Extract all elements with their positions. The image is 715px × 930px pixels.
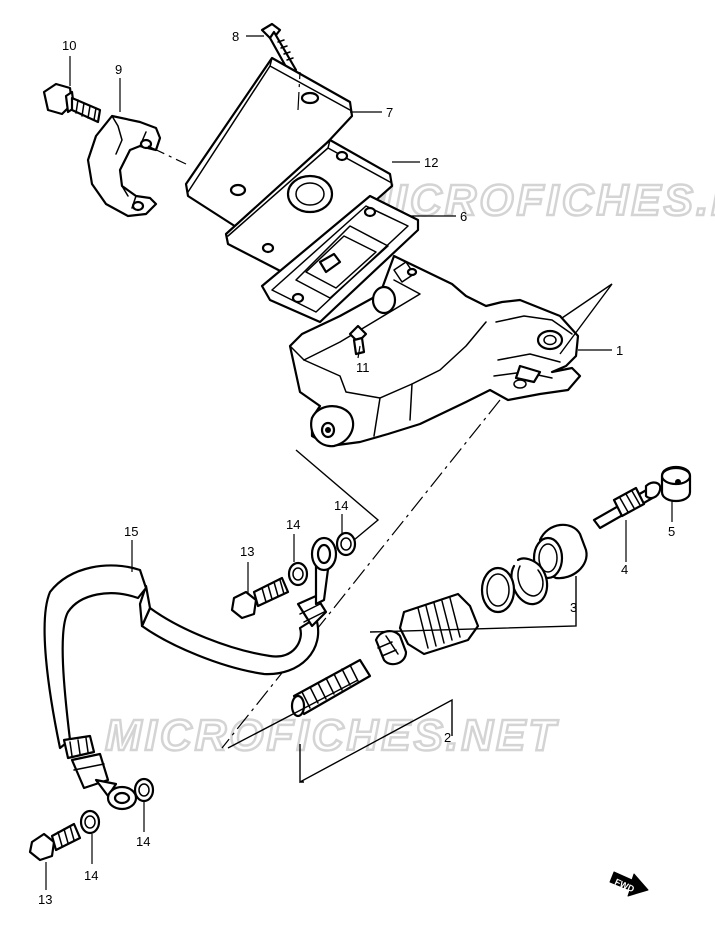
hose-banjo-lower — [106, 785, 138, 811]
part-3-piston-kit[interactable] — [480, 523, 588, 614]
callout-9: 9 — [115, 62, 122, 77]
part-6-diaphragm[interactable] — [260, 194, 420, 324]
part-14-washer-lower-right[interactable] — [133, 777, 155, 803]
part-2-piston-spring[interactable] — [290, 592, 480, 718]
callout-7: 7 — [386, 105, 393, 120]
part-14-washer-upper-left[interactable] — [287, 561, 309, 587]
callout-14-upper-right: 14 — [334, 498, 348, 513]
watermark-top: MICROFICHES.NET — [355, 176, 715, 225]
part-11-screw[interactable] — [348, 324, 368, 356]
part-14-washer-lower-left[interactable] — [79, 809, 101, 835]
callout-13-lower: 13 — [38, 892, 52, 907]
callout-15: 15 — [124, 524, 138, 539]
watermark-bottom: MICROFICHES.NET — [105, 711, 558, 760]
callout-5: 5 — [668, 524, 675, 539]
callout-6: 6 — [460, 209, 467, 224]
dash-line-clamp — [147, 145, 187, 165]
assembly-brackets — [227, 283, 613, 784]
callout-3: 3 — [570, 600, 577, 615]
callout-12: 12 — [424, 155, 438, 170]
callout-11: 11 — [356, 360, 370, 375]
callout-1: 1 — [616, 343, 623, 358]
part-13-bolt-lower[interactable] — [28, 822, 82, 862]
callout-2: 2 — [444, 730, 451, 745]
callout-4: 4 — [621, 562, 628, 577]
part-1-master-cylinder[interactable] — [288, 254, 582, 448]
callout-14-upper-left: 14 — [286, 517, 300, 532]
part-12-plate[interactable] — [224, 138, 394, 278]
dash-line-cylinder — [221, 399, 501, 749]
part-4-push-rod[interactable] — [592, 481, 662, 530]
leader-lines — [45, 35, 673, 890]
part-7-cover[interactable] — [184, 56, 354, 234]
fwd-arrow-icon: FWD — [609, 871, 649, 897]
part-13-bolt-upper[interactable] — [230, 576, 290, 620]
callout-10: 10 — [62, 38, 76, 53]
dash-line-cover — [297, 71, 301, 111]
part-10-bolt[interactable] — [42, 82, 102, 124]
callout-14-lower-right: 14 — [136, 834, 150, 849]
part-5-boot[interactable] — [660, 465, 692, 503]
part-15-hose[interactable] — [43, 552, 332, 798]
hose-banjo-upper — [310, 536, 338, 572]
part-9-clamp[interactable] — [86, 114, 162, 218]
callout-14-lower-left: 14 — [84, 868, 98, 883]
callout-8: 8 — [232, 29, 239, 44]
part-14-washer-upper-right[interactable] — [335, 531, 357, 557]
callout-13-upper: 13 — [240, 544, 254, 559]
